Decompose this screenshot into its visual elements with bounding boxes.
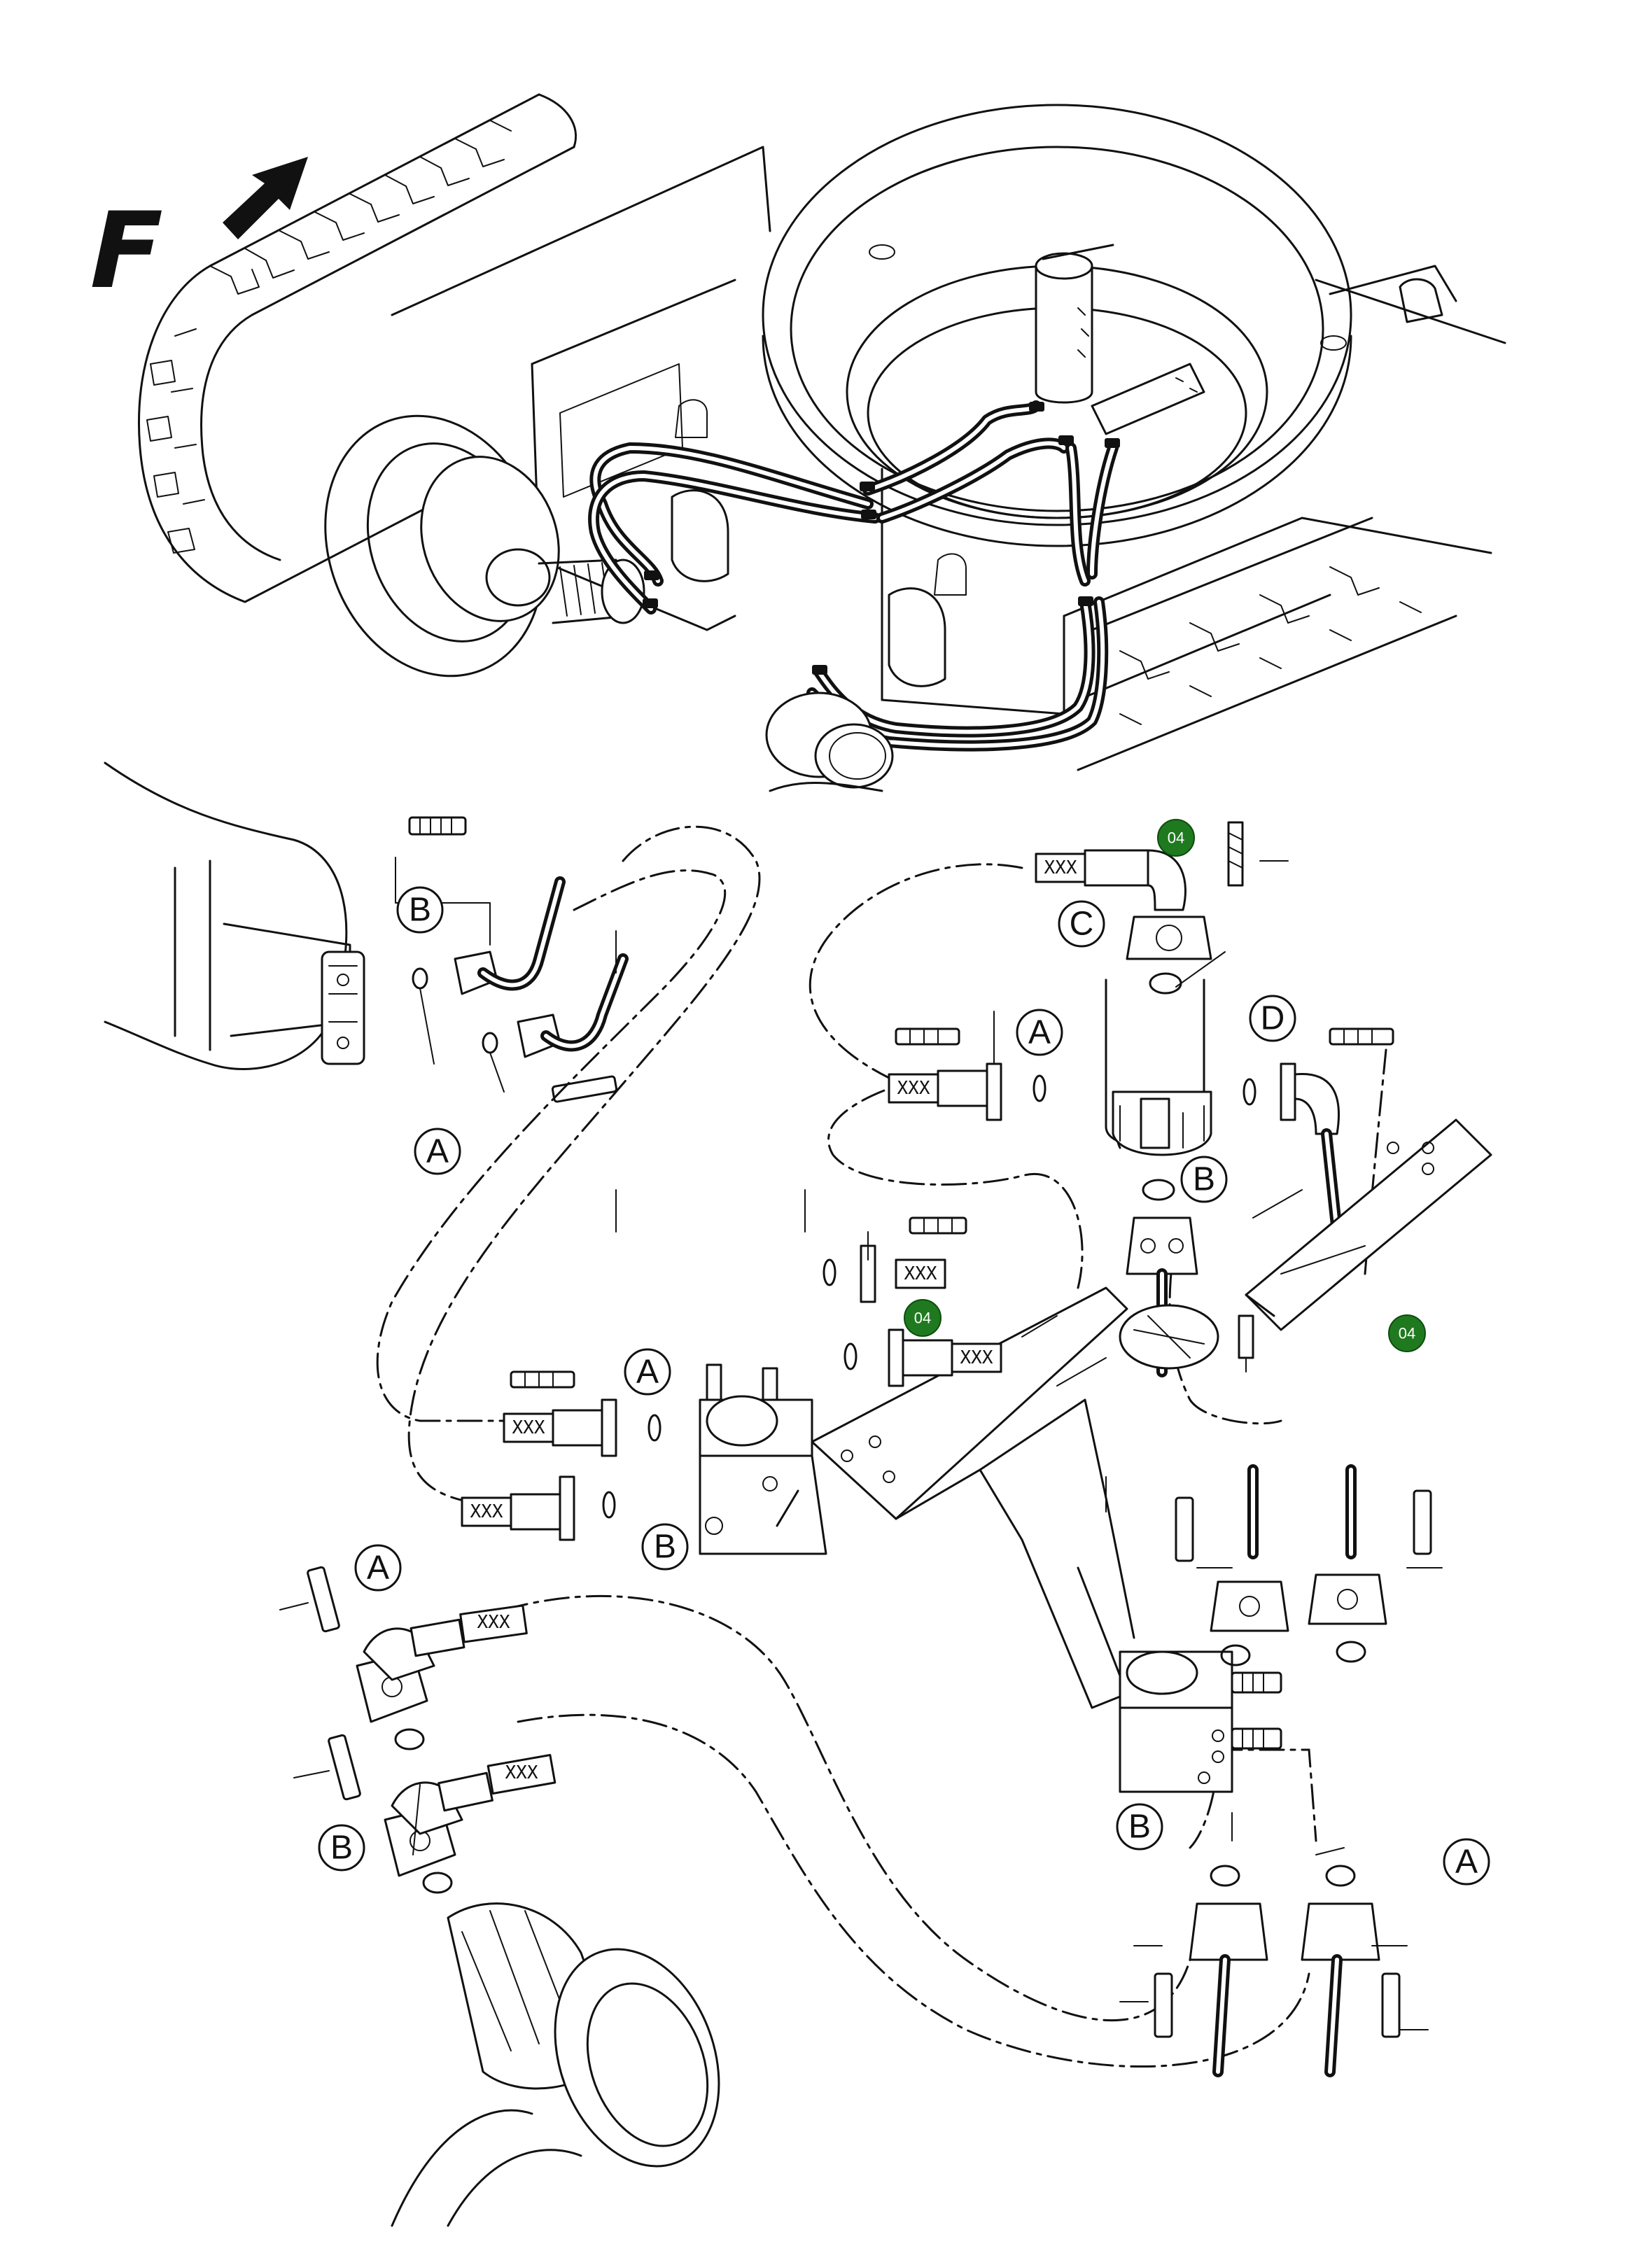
callout-b-motor-bottom: B [318,1824,365,1872]
svg-text:B: B [409,892,431,929]
svg-text:04: 04 [1168,829,1184,847]
part-badge-top[interactable]: 04 [1157,819,1195,857]
svg-text:A: A [367,1550,389,1587]
callout-a-motor-bottom: A [354,1544,402,1592]
travel-motor-lower-detail [391,1902,720,2227]
travel-motor-left-detail [104,761,365,1070]
valve-fittings: XXX XXX XXX XXX [461,1216,1002,1541]
svg-text:B: B [1128,1809,1151,1846]
callout-a-swivel: A [1016,1009,1063,1056]
callout-b-lower-right: B [1116,1803,1163,1851]
travel-motor-upper [324,414,645,678]
hose-marking: XXX [477,1612,510,1633]
part-badge-middle[interactable]: 04 [904,1299,941,1337]
mounting-plate-right [1245,1118,1492,1331]
left-crawler-track [137,93,578,603]
flange-fittings-lower [1154,1865,1401,2077]
hose-marking: XXX [512,1417,545,1438]
hose-marking: XXX [897,1078,930,1099]
callout-a-lower-right: A [1443,1838,1490,1886]
callout-a-valve: A [624,1348,671,1396]
hose-marking: XXX [960,1347,993,1368]
svg-text:C: C [1070,906,1094,943]
swivel-joint-detail [1105,978,1254,1377]
svg-text:D: D [1261,1000,1285,1037]
svg-text:A: A [426,1133,449,1170]
valve-block [699,1363,827,1555]
fitting-c: XXX [1035,821,1244,995]
svg-text:B: B [1193,1161,1215,1198]
svg-text:A: A [636,1354,659,1391]
callout-a-motor-top: A [414,1128,461,1175]
upper-hose-bundle [588,400,1120,752]
exploded-detail: XXX XXX [104,761,1492,2227]
forward-label: F [77,190,175,312]
lower-left-fittings: XXX XXX [307,1566,556,1894]
callout-b-swivel: B [1180,1156,1228,1203]
undercarriage-overview: F [77,93,1506,792]
support-bracket [811,1286,1135,1709]
callout-b-valve: B [641,1523,689,1571]
track-frame [391,146,1506,715]
svg-text:A: A [1028,1014,1051,1051]
hose-marking: XXX [1044,857,1077,878]
fitting-a-swivel: XXX [888,1011,1046,1121]
fitting-d [1242,1027,1394,1237]
svg-text:B: B [330,1830,353,1867]
svg-text:B: B [654,1529,676,1566]
leader-lines [279,860,1443,2030]
travel-motor-rear [765,692,894,792]
center-swivel-joint [1035,244,1205,435]
left-motor-fittings [395,816,629,1103]
hose-marking: XXX [505,1762,538,1783]
hose-marking: XXX [904,1263,937,1284]
svg-text:04: 04 [1399,1325,1415,1342]
svg-text:04: 04 [914,1310,931,1327]
svg-text:A: A [1455,1844,1478,1881]
flange-fittings-right [1175,1464,1432,1666]
callout-b-motor-top: B [396,886,444,934]
hose-marking: XXX [470,1501,503,1522]
part-badge-right[interactable]: 04 [1388,1314,1426,1352]
lower-valve-block [1119,1650,1282,1793]
forward-arrow-icon [223,157,308,239]
right-crawler-track [1077,517,1457,771]
callout-c-swivel: C [1058,900,1105,948]
callout-d-swivel: D [1249,995,1296,1042]
